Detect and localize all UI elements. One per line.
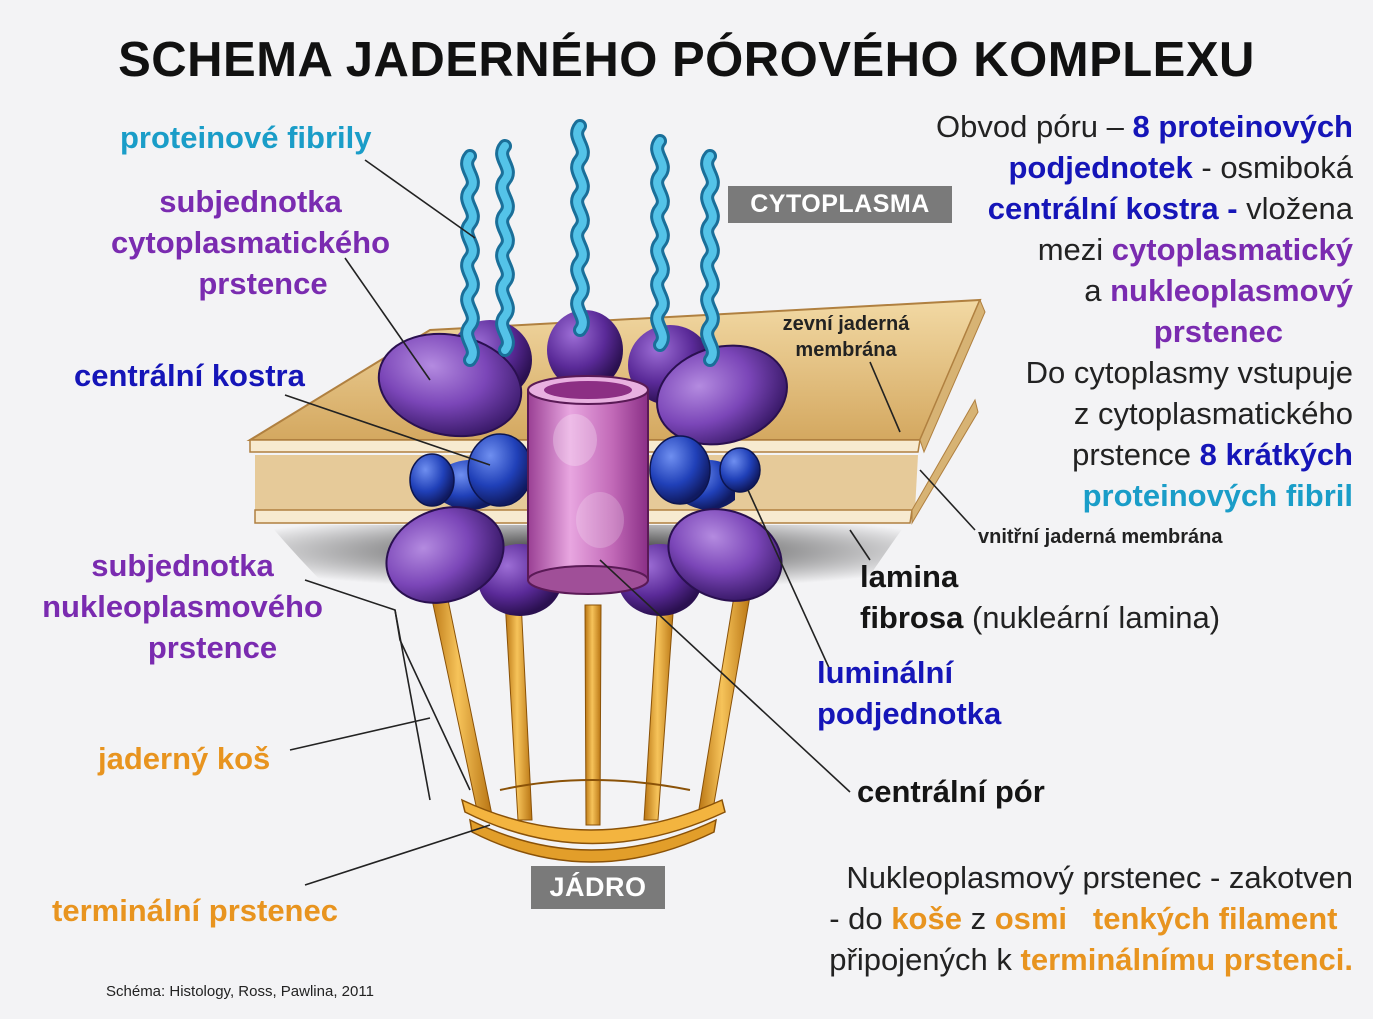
desc-line: Nukleoplasmový prstenec - zakotven: [829, 857, 1353, 898]
label-lamina-fibrosa: fibrosa: [860, 600, 963, 635]
desc-text: prstence: [1072, 437, 1200, 472]
label-lamina-note: (nukleární lamina): [963, 600, 1220, 635]
label-central-framework: centrální kostra: [74, 355, 305, 396]
label-line: podjednotka: [817, 693, 1001, 734]
desc-line: centrální kostra - vložena: [936, 188, 1353, 229]
desc-text: z: [962, 901, 995, 936]
desc-highlight: terminálnímu prstenci.: [1021, 942, 1353, 977]
label-line: prstence: [98, 263, 403, 304]
desc-text: mezi: [1038, 232, 1112, 267]
label-lamina-line2: fibrosa (nukleární lamina): [860, 597, 1220, 638]
basket-rods: [430, 590, 751, 825]
description-top: Obvod póru – 8 proteinových podjednotek …: [936, 106, 1353, 516]
label-line: nukleoplasmového: [30, 586, 335, 627]
desc-text: připojených k: [829, 942, 1020, 977]
label-central-pore: centrální pór: [857, 771, 1045, 812]
label-line: cytoplasmatického: [98, 222, 403, 263]
desc-text: a: [1084, 273, 1110, 308]
label-luminal-subunit: luminální podjednotka: [817, 652, 1001, 734]
label-line: subjednotka: [98, 181, 403, 222]
central-pore: [528, 376, 648, 594]
desc-line: Obvod póru – 8 proteinových: [936, 106, 1353, 147]
label-line: luminální: [817, 652, 1001, 693]
label-terminal-ring: terminální prstenec: [52, 890, 338, 931]
label-line: prstence: [30, 627, 335, 668]
desc-highlight: tenkých filament: [1067, 901, 1337, 936]
desc-line: připojených k terminálnímu prstenci.: [829, 939, 1353, 980]
desc-line: podjednotek - osmiboká: [936, 147, 1353, 188]
desc-line: Do cytoplasmy vstupuje: [936, 352, 1353, 393]
label-line: subjednotka: [30, 545, 335, 586]
desc-line: mezi cytoplasmatický: [936, 229, 1353, 270]
label-outer-membrane: zevní jaderná membrána: [772, 311, 920, 363]
desc-text: - do: [829, 901, 891, 936]
desc-highlight: koše: [891, 901, 962, 936]
desc-line: proteinových fibril: [936, 475, 1353, 516]
desc-line: z cytoplasmatického: [936, 393, 1353, 434]
desc-line: prstenec: [936, 311, 1353, 352]
desc-highlight: 8 krátkých: [1200, 437, 1353, 472]
desc-highlight: podjednotek: [1008, 150, 1192, 185]
desc-text: vložena: [1238, 191, 1353, 226]
label-protein-fibrils: proteinové fibrily: [120, 117, 371, 158]
description-bottom: Nukleoplasmový prstenec - zakotven - do …: [829, 857, 1353, 980]
badge-cytoplasma: CYTOPLASMA: [728, 186, 952, 223]
desc-highlight: prstenec: [1154, 314, 1283, 349]
source-credit: Schéma: Histology, Ross, Pawlina, 2011: [106, 983, 374, 1000]
badge-jadro: JÁDRO: [531, 866, 665, 909]
label-line: zevní jaderná: [772, 311, 920, 337]
desc-line: - do koše z osmi tenkých filament: [829, 898, 1353, 939]
desc-highlight: nukleoplasmový: [1110, 273, 1353, 308]
label-lamina-line1: lamina: [860, 556, 958, 597]
label-line: membrána: [772, 337, 920, 363]
desc-highlight: cytoplasmatický: [1112, 232, 1353, 267]
desc-highlight: proteinových fibril: [1083, 478, 1353, 513]
desc-highlight: 8 proteinových: [1133, 109, 1354, 144]
desc-highlight: centrální kostra -: [988, 191, 1238, 226]
label-nuclear-basket: jaderný koš: [98, 738, 270, 779]
desc-line: prstence 8 krátkých: [936, 434, 1353, 475]
desc-highlight: osmi: [995, 901, 1067, 936]
desc-text: Obvod póru –: [936, 109, 1132, 144]
label-nucleoplasmic-subunit: subjednotka nukleoplasmového prstence: [30, 545, 335, 668]
label-cytoplasmic-subunit: subjednotka cytoplasmatického prstence: [98, 181, 403, 304]
desc-line: a nukleoplasmový: [936, 270, 1353, 311]
desc-text: - osmiboká: [1193, 150, 1353, 185]
label-inner-membrane: vnitřní jaderná membrána: [978, 524, 1223, 550]
